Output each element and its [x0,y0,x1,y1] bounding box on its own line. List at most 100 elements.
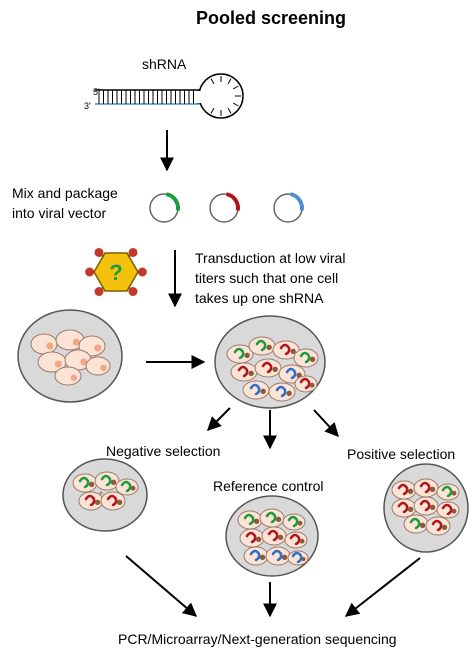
mix-package-line2: into viral vector [12,205,107,221]
cell-nucleus [244,352,250,359]
virus-shrna-glyph: ? [109,260,122,285]
cell [85,356,111,376]
cell-shrna-mark [249,549,261,562]
arrow-positive-to-readout [344,557,421,617]
dish-positive-selection [383,463,469,553]
cell-shrna-mark [397,483,409,496]
cell-nucleus [72,338,80,346]
plasmid-insert [165,192,180,211]
cell-nucleus [451,508,457,514]
cell-nucleus [275,516,282,523]
loop-tick [210,78,215,85]
loop-gap [196,91,202,103]
cell-shrna-mark [299,351,311,364]
negative-selection-label: Negative selection [106,443,221,459]
cell [254,358,282,378]
shrna-hairpin [95,73,244,119]
loop-tick [210,107,215,114]
cell [436,501,460,519]
cell-shrna-mark [409,517,421,530]
cell-shrna-mark [397,501,409,514]
cell [436,483,460,501]
transduction-line1: Transduction at low viral [195,250,346,266]
plasmid-insert [289,192,304,211]
cell-shrna-mark [441,485,453,498]
cell-nucleus [260,388,266,395]
cell-shrna-mark [249,383,261,396]
cell-shrna-mark [267,529,279,542]
loop-tick [232,102,239,107]
cell-shrna-mark [287,515,299,528]
virus-knob [85,267,95,277]
cell-shrna-mark [255,339,267,352]
cell-nucleus [94,499,101,506]
five-prime-label: 5' [93,87,100,97]
cell-nucleus [407,506,414,513]
cell-nucleus [419,522,426,529]
cell [294,375,318,393]
arrow-positive [313,409,339,438]
cell [99,491,103,495]
transduction-line3: takes up one shRNA [195,290,324,306]
cell-shrna-mark [265,511,277,524]
cell-nucleus [429,504,436,511]
cell-nucleus [301,556,306,562]
virus-knob [94,287,104,297]
cell [54,366,82,386]
cell-shrna-mark [291,551,303,564]
cell-nucleus [441,524,448,531]
cell-nucleus [130,485,136,491]
cell-shrna-mark [419,499,431,512]
virus-knob [128,287,138,297]
cell-shrna-mark [279,343,291,356]
plasmid-group [149,192,304,223]
cell-nucleus [451,490,457,496]
cell [293,348,319,368]
readout-label: PCR/Microarray/Next-generation sequencin… [118,631,397,647]
cell-shrna-mark [299,377,311,390]
cell-nucleus [299,538,305,544]
cell-nucleus [286,390,292,397]
transduction-line2: titers such that one cell [195,270,339,286]
cell-nucleus [272,366,278,373]
cell-nucleus [255,536,262,543]
loop-tick [227,78,232,85]
cell-nucleus [110,479,117,486]
diagram-title: Pooled screening [196,8,347,28]
arrow-negative-to-readout [125,555,198,617]
cell-nucleus [309,356,316,363]
cell-nucleus [290,348,296,355]
cell-nucleus [266,344,272,351]
cell-nucleus [277,534,284,541]
cell-nucleus [88,481,95,488]
cell-nucleus [80,358,88,366]
cell-nucleus [70,374,77,381]
dish-untransduced [17,309,123,403]
dish-transduced [214,315,326,409]
cell-nucleus [309,382,315,388]
cell-nucleus [281,554,288,561]
cell-shrna-mark [419,481,431,494]
plasmid-insert [225,192,240,211]
cell-shrna-mark [275,385,287,398]
dish-reference-control [225,495,319,577]
cell-shrna-mark [441,503,453,516]
cell-nucleus [429,486,436,493]
loop-tick [227,107,232,114]
cell-shrna-mark [285,367,297,380]
virus-particle: ? [85,247,147,297]
cell-shrna-mark [431,519,443,532]
cell-shrna-mark [233,347,245,360]
cell-nucleus [259,554,266,561]
cell-shrna-mark [245,531,257,544]
cell-nucleus [253,518,260,525]
cell [115,478,139,496]
three-prime-label: 3' [84,101,91,111]
cell-shrna-mark [78,476,90,489]
cell [268,382,296,402]
cell-shrna-mark [243,513,255,526]
cell-shrna-mark [261,361,273,374]
arrow-negative [207,407,231,431]
